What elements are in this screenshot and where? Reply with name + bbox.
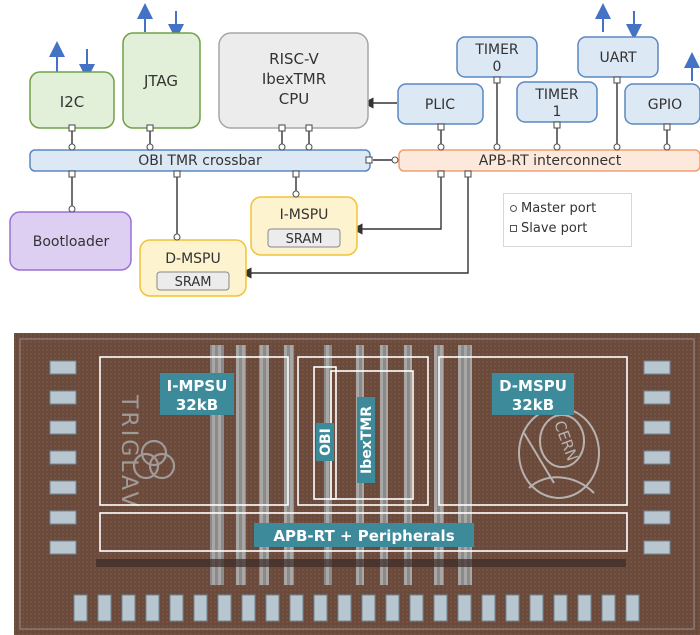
impsu-region-name: I-MPSU [167, 377, 228, 395]
slave-port-icon [510, 225, 517, 232]
dmspu-region-name: D-MSPU [499, 377, 567, 395]
legend-master-label: Master port [521, 201, 596, 216]
impsu-block: I-MSPU SRAM [251, 197, 357, 255]
obi-region-name: OBI [318, 428, 334, 456]
port-legend: Master port Slave port [503, 193, 632, 247]
apb-region-name: APB-RT + Peripherals [273, 527, 454, 545]
impsu-label: I-MSPU [280, 207, 329, 223]
triglav-text: TRIGLAV [116, 394, 141, 510]
jtag-block: JTAG [123, 33, 200, 128]
legend-slave-label: Slave port [521, 221, 587, 236]
timer0-label: TIMER [474, 42, 519, 58]
jtag-label: JTAG [143, 72, 178, 90]
timer1-block: TIMER 1 [517, 82, 597, 122]
bootloader-label: Bootloader [33, 234, 110, 250]
timer1-label: TIMER [534, 87, 579, 103]
timer0-index: 0 [493, 59, 502, 75]
impsu-sram-label: SRAM [286, 232, 323, 247]
timer0-block: TIMER 0 [457, 37, 537, 77]
cpu-block: RISC-V IbexTMR CPU [219, 33, 368, 128]
dmspu-block: D-MSPU SRAM [140, 240, 246, 296]
uart-label: UART [599, 50, 637, 66]
plic-block: PLIC [398, 84, 483, 124]
i2c-label: I2C [60, 93, 84, 111]
master-port-icon [510, 205, 517, 212]
gpio-label: GPIO [648, 97, 682, 113]
apb-interconnect: APB-RT interconnect [399, 150, 700, 171]
dmspu-region-label: D-MSPU 32kB [492, 373, 574, 415]
impsu-region-size: 32kB [176, 396, 218, 414]
apb-region-label: APB-RT + Peripherals [254, 523, 474, 547]
obi-crossbar: OBI TMR crossbar [30, 150, 370, 171]
apb-interconnect-label: APB-RT interconnect [479, 153, 622, 169]
peripheral-bus-band [96, 559, 626, 567]
obi-region-label: OBI [316, 423, 334, 461]
bootloader-block: Bootloader [10, 212, 131, 270]
cpu-label-1: RISC-V [269, 50, 319, 68]
obi-crossbar-label: OBI TMR crossbar [138, 153, 262, 169]
legend-master: Master port [510, 200, 596, 218]
die-photo: TRIGLAV CERN I-MPSU 32kB D-MSPU 32kB OBI [14, 333, 700, 635]
dmspu-sram-label: SRAM [175, 275, 212, 290]
plic-label: PLIC [425, 97, 455, 113]
gpio-block: GPIO [625, 84, 700, 124]
i2c-block: I2C [30, 72, 114, 128]
block-diagram: I2C JTAG RISC-V IbexTMR CPU TIMER 0 UART… [0, 0, 700, 300]
legend-slave: Slave port [510, 220, 587, 238]
ibex-region-name: IbexTMR [359, 406, 375, 474]
cpu-label-2: IbexTMR [262, 70, 326, 88]
timer1-index: 1 [553, 104, 562, 120]
ibex-region-label: IbexTMR [357, 397, 375, 483]
cpu-label-3: CPU [279, 90, 310, 108]
dmspu-region-size: 32kB [512, 396, 554, 414]
dmspu-label: D-MSPU [165, 251, 221, 267]
uart-block: UART [578, 37, 658, 77]
impsu-region-label: I-MPSU 32kB [160, 373, 234, 415]
